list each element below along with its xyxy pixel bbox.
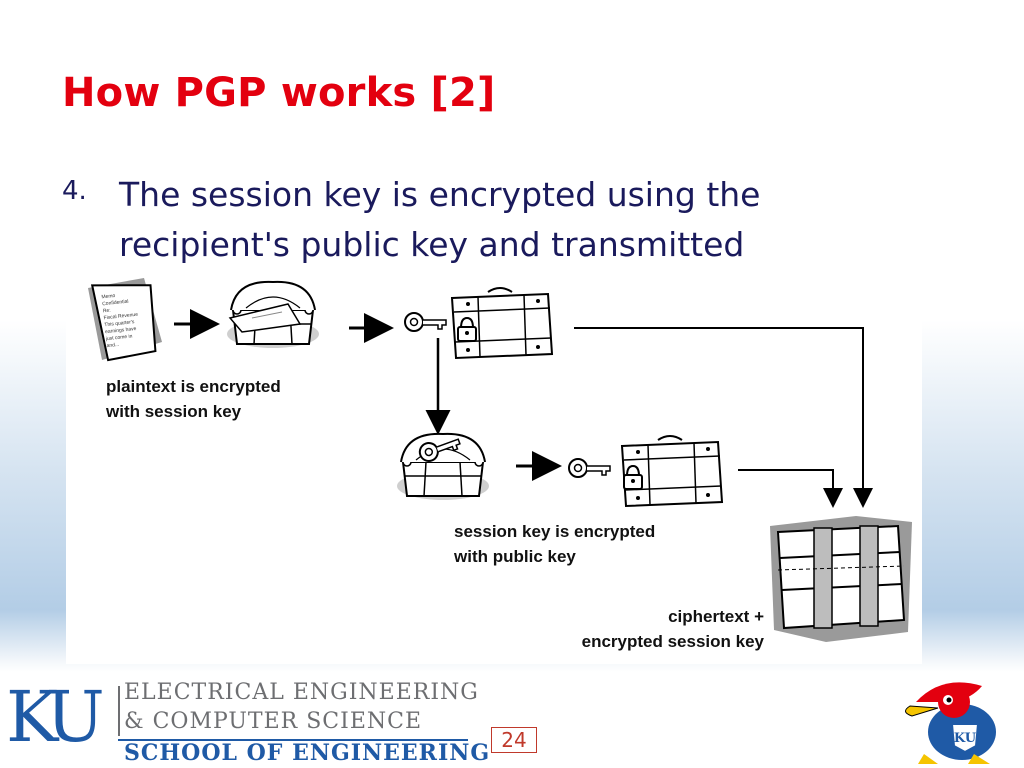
open-chest-plaintext <box>226 280 320 349</box>
school-name: SCHOOL OF ENGINEERING <box>124 740 491 766</box>
ciphertext-bundle <box>770 516 912 642</box>
jayhawk-mascot-icon: KU <box>905 682 996 764</box>
memo-text: MemoConfidentialRe:Fiscal RevenueThis qu… <box>100 291 141 349</box>
arrow-encrypted-key-to-output <box>738 469 843 508</box>
ku-logo: KU <box>6 676 105 758</box>
session-key-icon-1 <box>404 312 447 332</box>
mascot-badge-text: KU <box>954 731 977 746</box>
caption-ciphertext: ciphertext + encrypted session key <box>581 607 764 651</box>
encrypted-key-suitcase <box>621 435 723 507</box>
dept-line-2: & COMPUTER SCIENCE <box>124 709 423 734</box>
caption-session-key: session key is encrypted with public key <box>454 522 656 566</box>
slide-title: How PGP works [2] <box>62 70 496 116</box>
page-number: 24 <box>491 727 537 753</box>
bullet-text: The session key is encrypted using the r… <box>119 175 761 264</box>
pgp-diagram-drawing: MemoConfidentialRe:Fiscal RevenueThis qu… <box>88 278 912 642</box>
public-key-icon <box>568 458 611 478</box>
open-chest-session-key <box>396 431 490 501</box>
bullet-number: 4. <box>62 176 87 206</box>
footer-divider-vertical <box>118 686 120 736</box>
pgp-diagram: MemoConfidentialRe:Fiscal RevenueThis qu… <box>66 270 922 664</box>
footer-rule <box>118 739 468 741</box>
plaintext-document: MemoConfidentialRe:Fiscal RevenueThis qu… <box>88 278 162 362</box>
dept-line-1: ELECTRICAL ENGINEERING <box>124 680 479 705</box>
caption-plaintext: plaintext is encrypted with session key <box>106 377 281 421</box>
encrypted-data-suitcase <box>451 287 553 359</box>
arrow-encrypted-data-to-output <box>574 327 873 508</box>
